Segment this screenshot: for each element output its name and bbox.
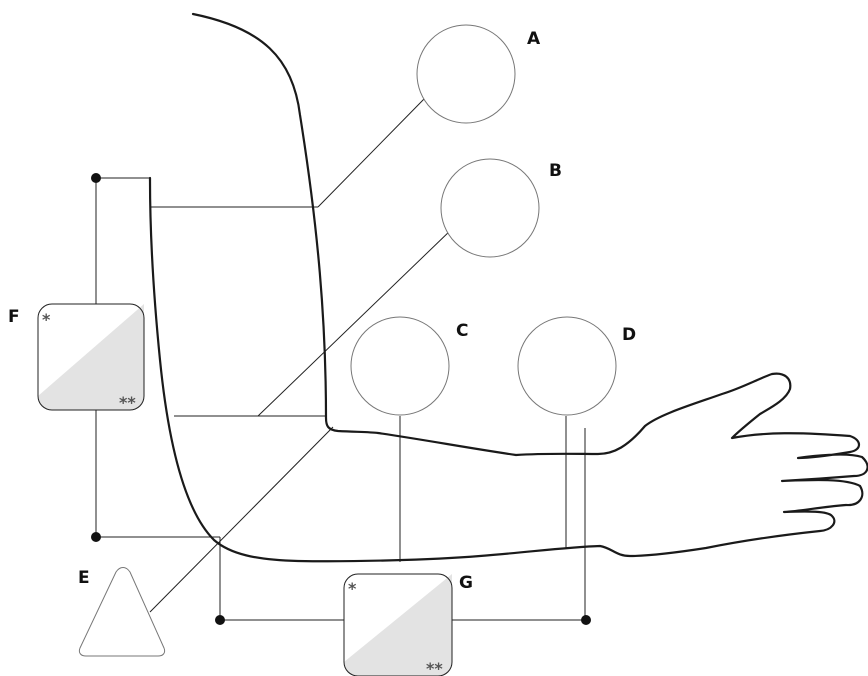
leader-line-e xyxy=(149,426,334,613)
circle-b xyxy=(440,158,540,258)
label-a: A xyxy=(527,29,541,49)
box-f-frame xyxy=(37,303,145,411)
label-d: D xyxy=(622,325,636,345)
junction-dot-g-right xyxy=(581,615,591,625)
box-g-frame xyxy=(343,573,453,676)
label-c: C xyxy=(456,321,468,341)
junction-dot-f-top xyxy=(91,173,101,183)
label-e: E xyxy=(78,568,90,588)
triangle-e xyxy=(78,567,166,657)
arm-outline-top xyxy=(148,12,868,563)
box-g-shade xyxy=(344,574,452,676)
box-f-single-mark: * xyxy=(42,310,51,329)
label-f: F xyxy=(8,307,20,327)
leader-line-b xyxy=(257,227,454,417)
box-g-double-mark: ** xyxy=(426,659,443,676)
circle-a xyxy=(416,24,516,124)
box-f: * ** xyxy=(37,303,145,412)
box-f-double-mark: ** xyxy=(119,393,136,412)
circle-c xyxy=(350,316,450,416)
box-g: * ** xyxy=(343,573,453,676)
junction-dot-f-bottom xyxy=(91,532,101,542)
leader-line-a xyxy=(317,97,426,208)
label-g: G xyxy=(459,573,473,593)
label-b: B xyxy=(549,161,562,181)
box-g-single-mark: * xyxy=(348,579,357,598)
box-f-shade xyxy=(38,304,144,410)
junction-dot-g-left xyxy=(215,615,225,625)
circle-d xyxy=(517,316,617,416)
